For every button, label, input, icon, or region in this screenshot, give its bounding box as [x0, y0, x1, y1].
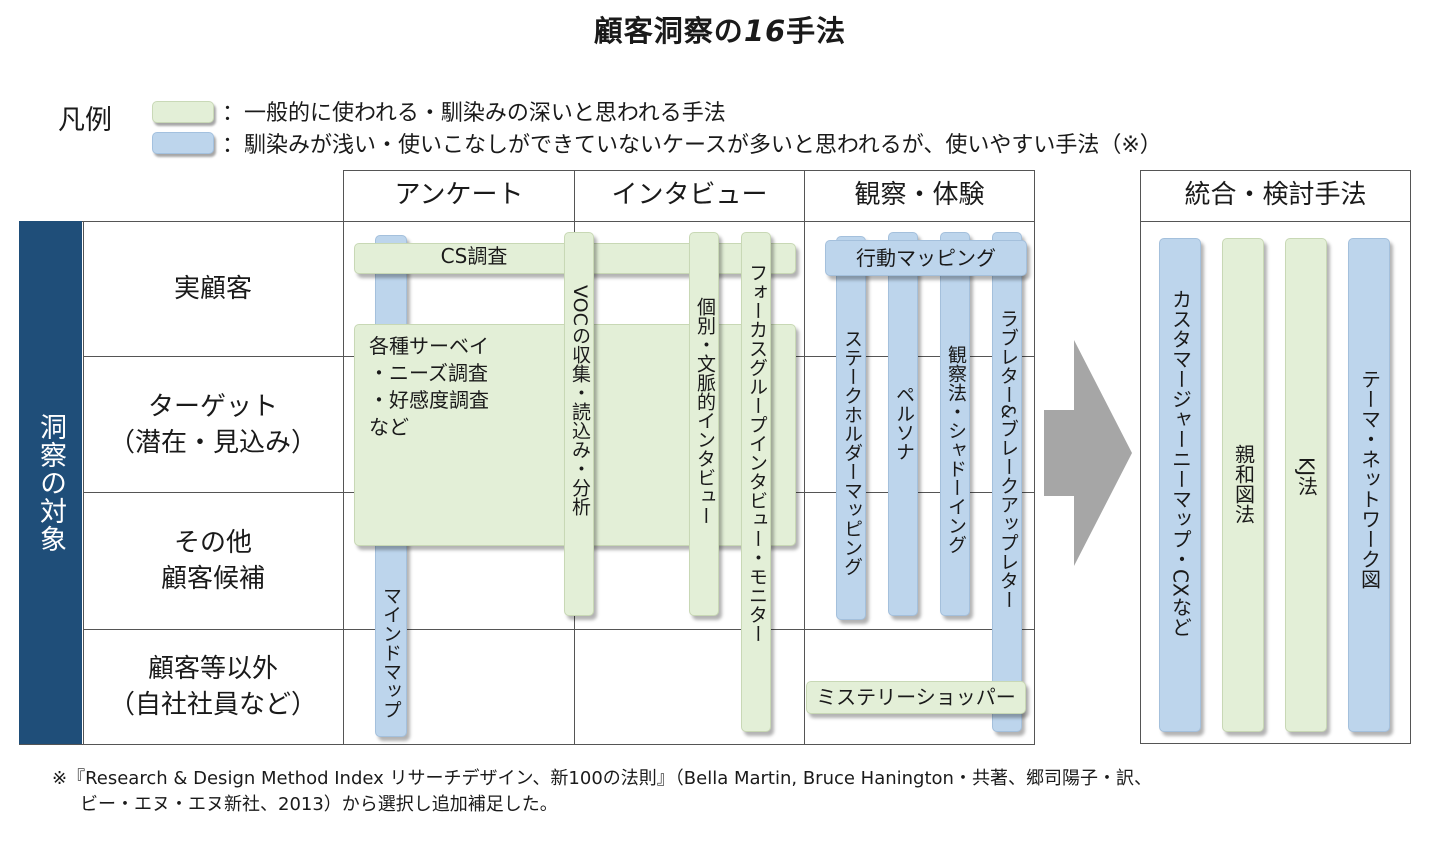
method-observation-shadowing: 観察法・シャドーイング [940, 232, 970, 616]
method-affinity-diagram: 親和図法 [1222, 238, 1264, 732]
row-label-non-customers: 顧客等以外 （自社社員など） [83, 630, 343, 744]
grid-line [83, 221, 84, 745]
legend-text-green: ：一般的に使われる・馴染みの深いと思われる手法 [222, 101, 726, 126]
row-label-line: ターゲット [147, 391, 278, 422]
column-header-observation: 観察・体験 [854, 180, 985, 210]
method-voc: VOCの収集・読込み・分析 [564, 232, 594, 616]
method-persona: ペルソナ [888, 232, 918, 616]
method-behavior-mapping: 行動マッピング [825, 240, 1027, 276]
method-customer-journey-map: カスタマージャーニーマップ・CXなど [1159, 238, 1201, 732]
method-survey-text: 各種サーベイ ・ニーズ調査 ・好感度調査 など [369, 333, 489, 441]
page-title: 顧客洞察の16手法 [0, 8, 1440, 50]
arrow-right-icon [1044, 340, 1132, 566]
row-label-line: （潜在・見込み） [108, 427, 317, 458]
row-label-line: 実顧客 [173, 274, 252, 304]
title-main: 顧客洞察の [593, 14, 744, 48]
method-focus-group: フォーカスグループインタビュー・モニター [741, 232, 771, 732]
method-stakeholder-mapping: ステークホルダーマッピング [836, 236, 866, 620]
legend-swatch-blue [152, 132, 214, 154]
legend-swatch-green [152, 101, 214, 123]
footnote-line-1: ※『Research & Design Method Index リサーチデザイ… [52, 768, 1152, 789]
row-label-other-candidates: その他 顧客候補 [83, 493, 343, 629]
footnote-line-2: ビー・エヌ・エヌ新社、2013）から選択し追加補足した。 [80, 794, 558, 815]
grid-line [1034, 170, 1035, 745]
row-label-actual-customers: 実顧客 [83, 222, 343, 356]
row-label-target: ターゲット （潜在・見込み） [83, 357, 343, 492]
grid-line [804, 170, 805, 745]
method-kj: KJ法 [1285, 238, 1327, 732]
survey-line: 各種サーベイ [369, 334, 489, 358]
method-cs-label: CS調査 [440, 244, 508, 268]
survey-line: ・ニーズ調査 [369, 361, 488, 385]
title-number: 16 [743, 14, 787, 48]
column-header-survey: アンケート [394, 180, 524, 210]
row-label-line: 顧客等以外 [147, 654, 278, 684]
legend-label: 凡例 [58, 105, 112, 136]
method-mindmap-label: マインドマップ [379, 586, 402, 719]
column-header-integration: 統合・検討手法 [1184, 180, 1367, 210]
method-individual-interview: 個別・文脈的インタビュー [689, 232, 719, 616]
row-label-line: 顧客候補 [160, 564, 265, 594]
method-mystery-shopper: ミステリーショッパー [806, 681, 1026, 714]
legend-text-blue: ：馴染みが浅い・使いこなしができていないケースが多いと思われるが、使いやすい手法… [222, 133, 1162, 158]
title-suffix: 手法 [786, 14, 847, 48]
survey-line: など [369, 415, 409, 439]
grid-line [1140, 221, 1411, 222]
grid-line [19, 221, 1035, 222]
method-theme-network: テーマ・ネットワーク図 [1348, 238, 1390, 732]
column-header-interview: インタビュー [611, 180, 768, 210]
side-label: 洞察の対象 [35, 412, 66, 553]
side-band [19, 221, 82, 744]
row-label-line: （自社社員など） [108, 690, 317, 720]
grid-line [343, 170, 344, 745]
integration-box [1140, 170, 1411, 744]
grid-line [343, 170, 1035, 171]
grid-line [83, 629, 1035, 630]
row-label-line: その他 [173, 528, 252, 558]
survey-line: ・好感度調査 [369, 388, 489, 412]
grid-line [19, 744, 1035, 745]
method-love-letter: ラブレター&ブレークアップレター [992, 232, 1022, 732]
